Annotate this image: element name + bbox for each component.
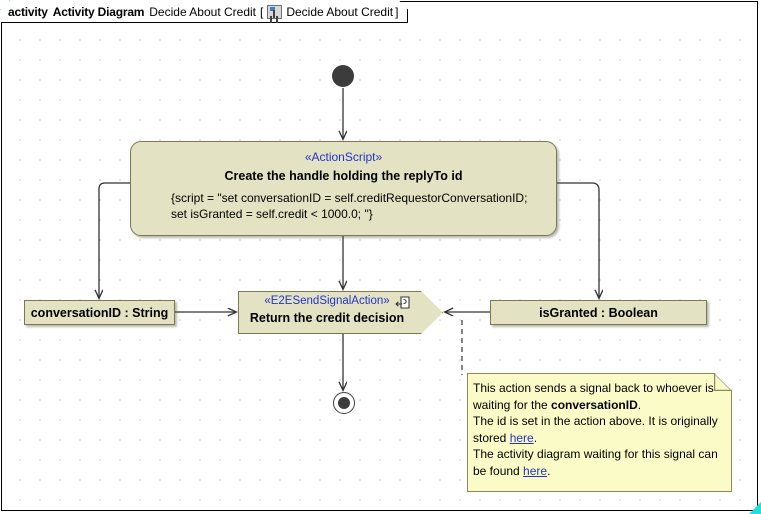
note-shape [467,373,732,492]
diagram-type-label: Activity Diagram [52,4,145,19]
note-line-1c: . [637,397,642,412]
note-text-body: This action sends a signal back to whoev… [473,380,724,479]
bracket-close: ] [395,4,399,19]
note-line-3c: . [547,463,551,478]
send-signal-icon [395,296,410,309]
action-script-line-2: set isGranted = self.credit < 1000.0; "} [171,207,373,221]
note-line-5: The activity diagram waiting for this si… [473,446,724,463]
note-line-3: The id is set in the action above. It is… [473,413,724,430]
initial-node[interactable] [332,65,354,87]
action-title: Create the handle holding the replyTo id [224,169,463,183]
action-node-create-handle[interactable]: «ActionScript» Create the handle holding… [130,141,557,236]
action-stereotype: «ActionScript» [304,150,383,164]
note-line-2b: stored [473,430,510,445]
note-line-2a: The id is set in the action above. It is… [473,414,718,428]
send-signal-action-node[interactable]: «E2ESendSignalAction» Return the credit … [238,291,443,334]
action-script-line-1: {script = "set conversationID = self.cre… [171,191,528,205]
object-node-label: conversationID : String [30,305,169,320]
note-fold-corner-icon [714,373,732,391]
note-line-2: waiting for the conversationID. [473,397,724,414]
send-signal-shape [238,291,443,334]
object-node-conversationid[interactable]: conversationID : String [24,300,175,325]
note-link-here-1[interactable]: here [509,430,534,445]
note-line-3b: be found [473,463,524,478]
note-comment[interactable]: This action sends a signal back to whoev… [467,373,732,492]
diagram-reference-name: Decide About Credit [286,4,394,19]
note-line-3a: The activity diagram waiting for this si… [473,447,718,461]
bracket-open: [ [260,4,264,19]
note-bold-conversationid: conversationID [551,397,638,412]
activity-diagram-icon [267,5,282,19]
note-line-6: be found here. [473,463,724,480]
note-line-1: This action sends a signal back to whoev… [473,380,724,397]
grid-background [2,24,759,512]
note-line-1a: This action sends a signal back to whoev… [473,381,714,395]
note-link-here-2[interactable]: here [523,463,548,478]
note-line-4: stored here. [473,430,724,447]
diagram-name-label: Decide About Credit [149,4,256,19]
note-line-1b: waiting for the [473,397,552,412]
final-node-inner [338,397,350,409]
diagram-header-tab[interactable]: activity Activity Diagram Decide About C… [1,1,408,23]
action-script-body: {script = "set conversationID = self.cre… [131,190,527,222]
note-line-2c: . [533,430,538,445]
object-node-isgranted[interactable]: isGranted : Boolean [490,300,707,325]
diagram-kind-label: activity [8,4,48,19]
object-node-label: isGranted : Boolean [539,305,658,320]
activity-final-node[interactable] [333,392,355,414]
